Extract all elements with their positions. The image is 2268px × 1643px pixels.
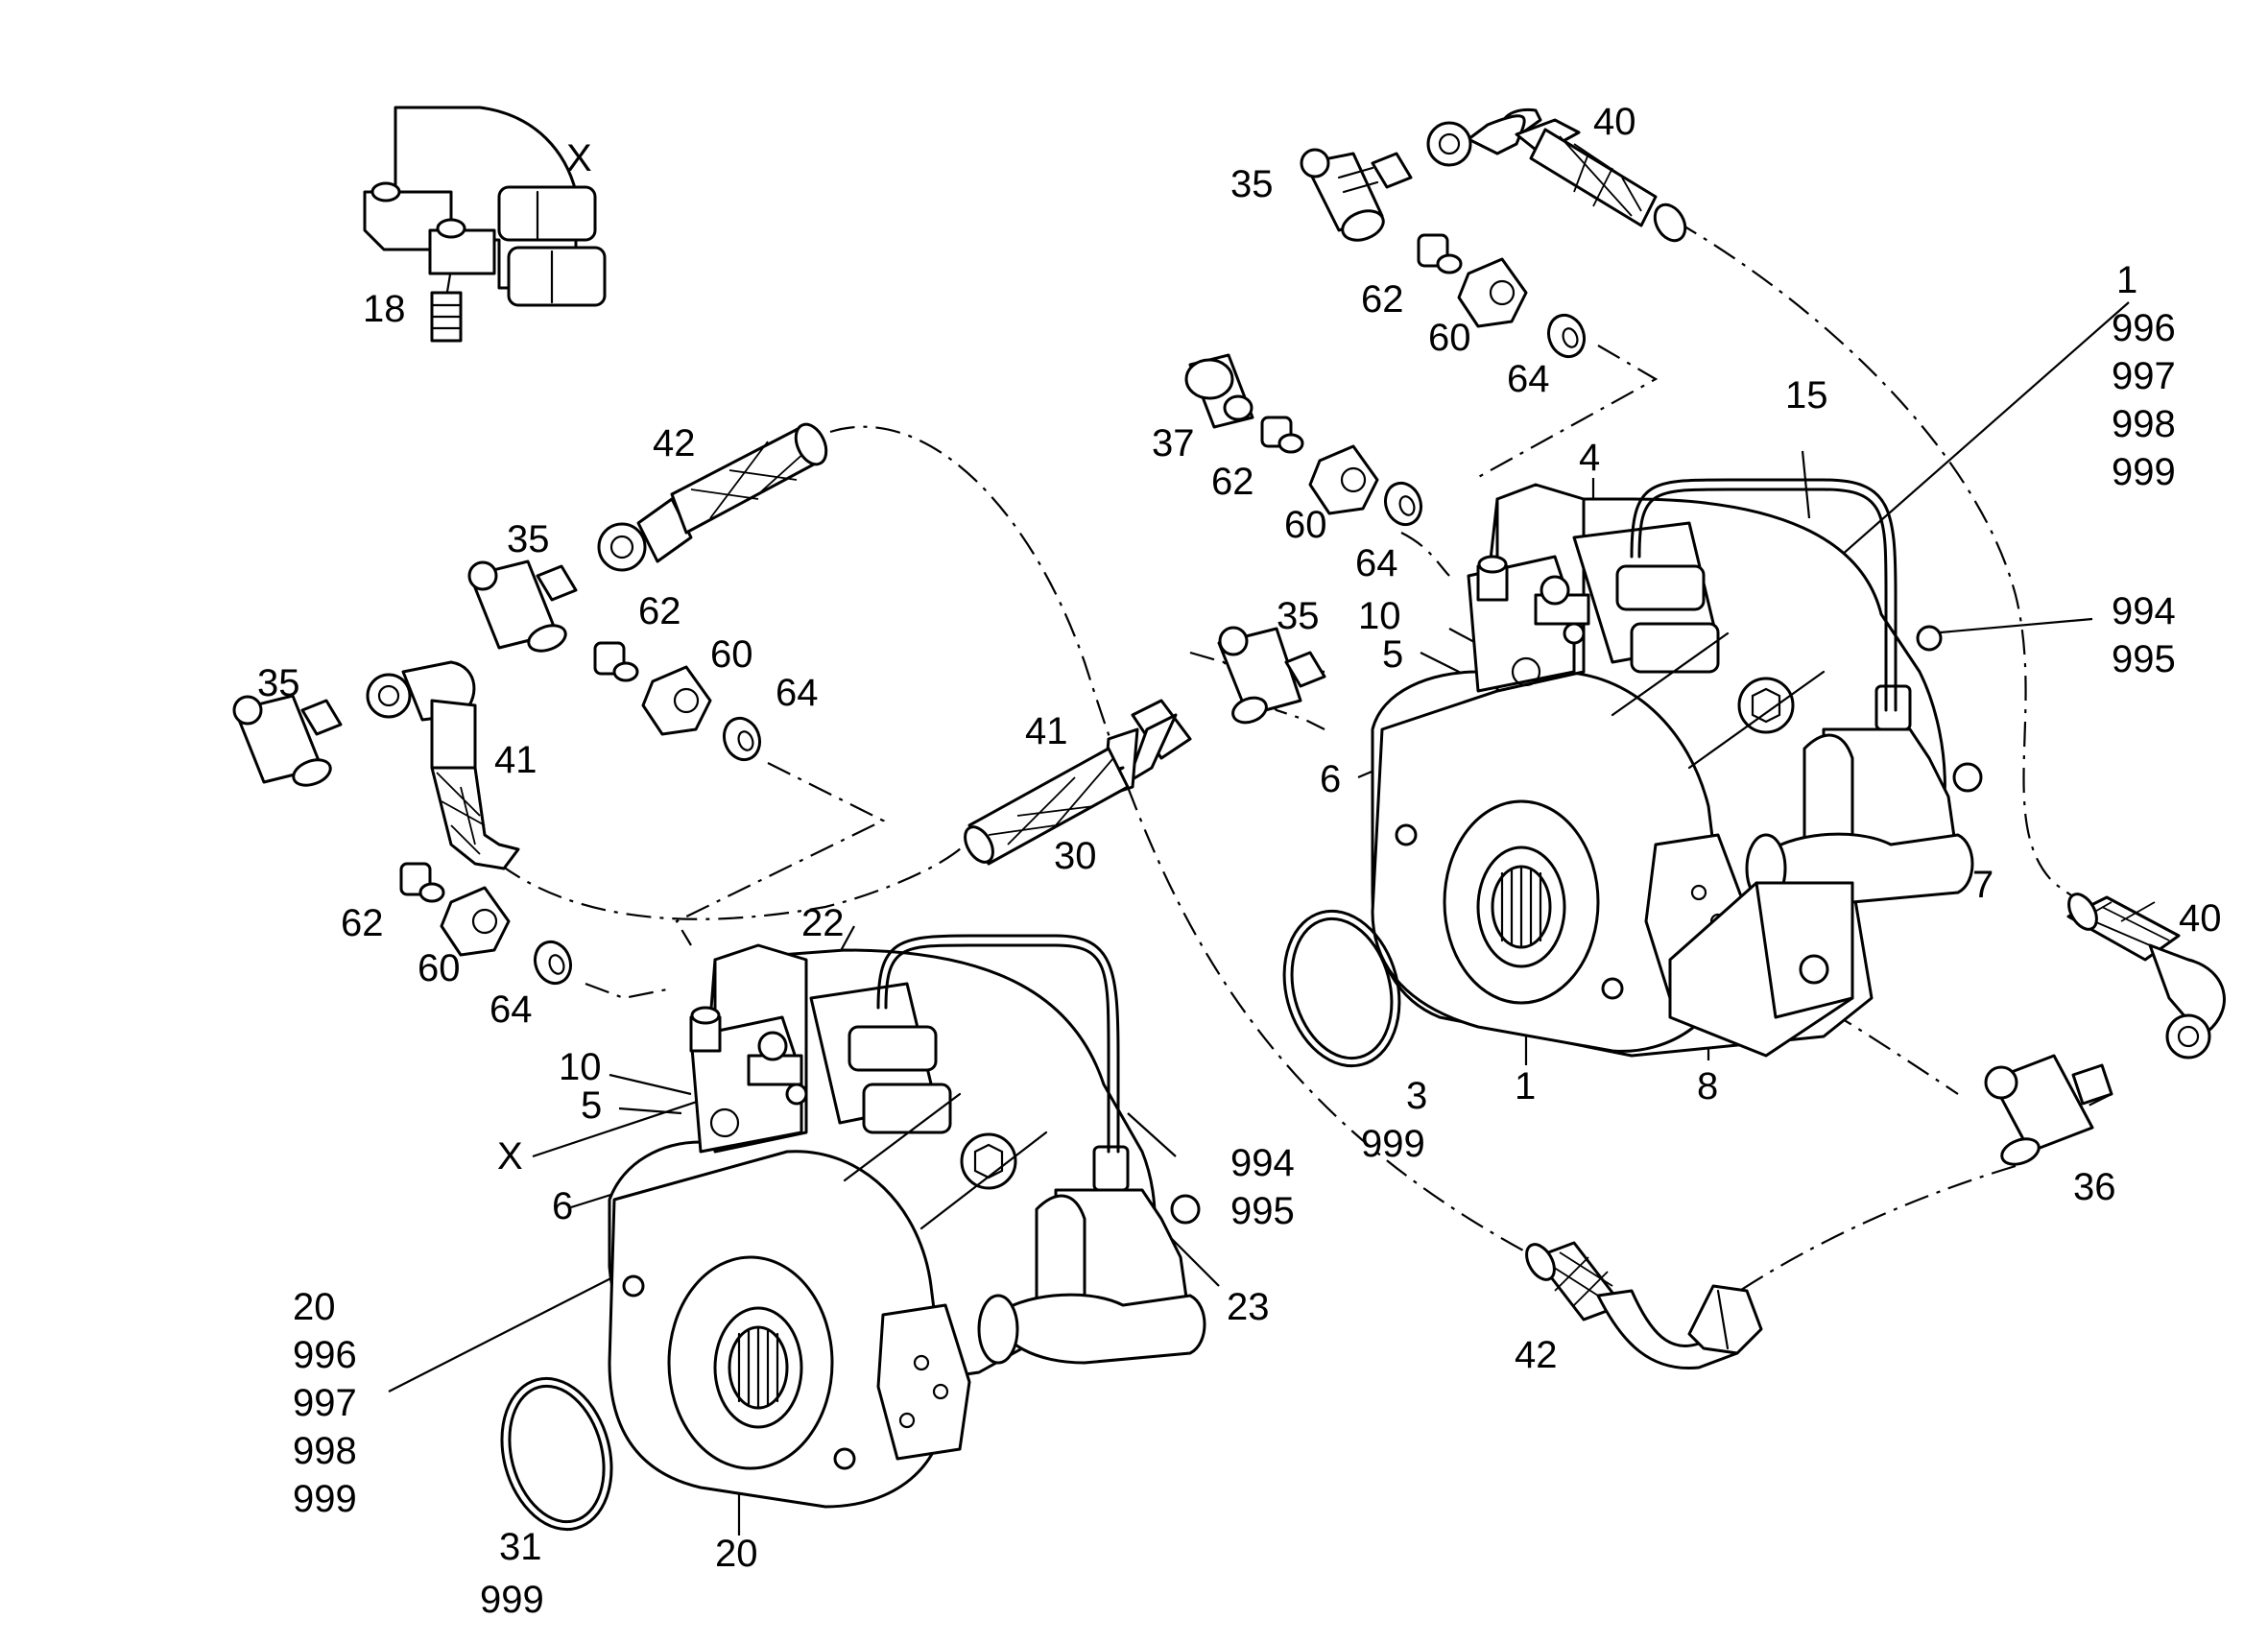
callout-x-left: X (497, 1135, 523, 1178)
callout-996-a: 996 (293, 1334, 357, 1376)
callout-35-top: 35 (1230, 163, 1274, 205)
callout-999-top: 999 (2112, 451, 2176, 493)
callout-64-bot: 64 (489, 988, 533, 1031)
detail-x-valve-block (363, 106, 607, 343)
callout-1-top: 1 (2116, 259, 2137, 301)
callout-41-mid: 41 (1025, 710, 1068, 752)
callout-997-a: 997 (293, 1382, 357, 1424)
callout-40-right: 40 (2179, 897, 2222, 940)
callout-60-l: 60 (710, 633, 753, 676)
callout-62-mid: 62 (1211, 461, 1254, 503)
hoses (366, 107, 2226, 1370)
callout-995-left: 995 (1230, 1190, 1295, 1232)
callout-998-a: 998 (293, 1430, 357, 1472)
callout-999-a: 999 (293, 1478, 357, 1520)
callout-23: 23 (1227, 1286, 1270, 1328)
o-rings (500, 909, 1401, 1532)
callout-35-l: 35 (507, 518, 550, 560)
callout-999-b: 999 (480, 1579, 544, 1621)
callout-994-left: 994 (1230, 1142, 1295, 1184)
callout-995-right: 995 (2112, 638, 2176, 680)
callout-42-bot: 42 (1515, 1334, 1558, 1376)
callout-62-l: 62 (638, 590, 681, 632)
callout-22: 22 (801, 902, 845, 944)
callout-42-top: 42 (653, 422, 696, 464)
callout-60-top: 60 (1428, 317, 1471, 359)
callout-5-left: 5 (581, 1084, 602, 1127)
callout-labels: X 18 40 35 62 60 64 1 996 997 998 999 15… (257, 101, 2222, 1621)
callout-3: 3 (1406, 1075, 1427, 1117)
callout-40-top: 40 (1593, 101, 1636, 143)
callout-62-top: 62 (1361, 278, 1404, 321)
callout-60-bot: 60 (418, 947, 461, 989)
callout-64-mid: 64 (1355, 542, 1398, 584)
callout-10-right: 10 (1358, 595, 1401, 637)
block-8 (1668, 881, 1854, 1058)
callout-36: 36 (2073, 1166, 2116, 1208)
callout-996-top: 996 (2112, 307, 2176, 349)
callout-18: 18 (363, 288, 406, 330)
fittings (232, 148, 2113, 1166)
callout-997-top: 997 (2112, 355, 2176, 397)
callout-4: 4 (1579, 437, 1600, 479)
callout-x-top: X (566, 137, 592, 179)
dash-dot-routes (498, 220, 2113, 1297)
callout-6-right: 6 (1320, 758, 1341, 800)
callout-64-l: 64 (776, 672, 819, 714)
callout-6-left: 6 (552, 1185, 573, 1227)
callout-999-ring: 999 (1361, 1123, 1425, 1165)
callout-35-mid: 35 (1277, 595, 1320, 637)
callout-8: 8 (1697, 1065, 1718, 1107)
callout-35-far: 35 (257, 662, 300, 704)
callout-64-top: 64 (1507, 358, 1550, 400)
callout-20-b: 20 (715, 1533, 758, 1575)
callout-15: 15 (1785, 374, 1828, 417)
callout-30: 30 (1054, 835, 1097, 877)
callout-10-left: 10 (559, 1046, 602, 1088)
callout-41-left: 41 (494, 739, 537, 781)
callout-998-top: 998 (2112, 403, 2176, 445)
callout-20-a: 20 (293, 1286, 336, 1328)
callout-7: 7 (1972, 864, 1993, 906)
callout-31: 31 (499, 1526, 542, 1568)
callout-5-right: 5 (1382, 633, 1403, 676)
callout-1-bot: 1 (1515, 1065, 1536, 1107)
callout-60-mid: 60 (1284, 504, 1327, 546)
pump-left (608, 934, 1206, 1509)
callout-994-right: 994 (2112, 590, 2176, 632)
callout-37: 37 (1152, 422, 1195, 464)
callout-62-bot: 62 (341, 902, 384, 944)
